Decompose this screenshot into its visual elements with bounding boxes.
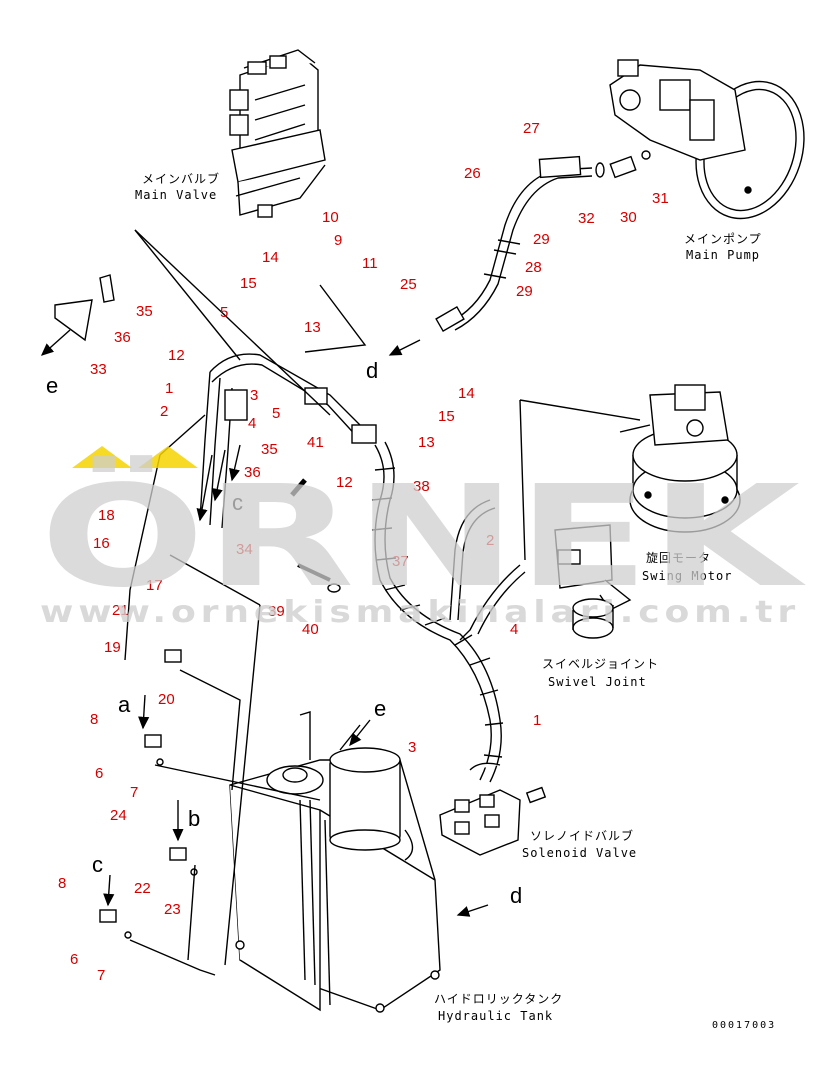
swivel-joint-drawing [554,524,632,639]
label-swing-motor-jp: 旋回モータ [646,551,711,565]
part-num-34: 34 [236,541,253,558]
label-hydraulic-tank-jp: ハイドロリックタンク [434,992,563,1006]
part-num-7b: 7 [97,967,105,984]
part-num-40: 40 [302,621,319,638]
part-num-27: 27 [523,120,540,137]
part-num-6: 6 [95,765,103,782]
part-num-8b: 8 [58,875,66,892]
part-num-38: 38 [413,478,430,495]
arrow-letter-c: c [92,852,103,877]
part-num-5: 5 [220,304,228,321]
component-labels: メインバルブ Main Valve メインポンプ Main Pump 旋回モータ… [135,171,762,1023]
label-swivel-joint-jp: スイベルジョイント [542,657,659,671]
part-num-2: 2 [160,403,168,420]
part-num-2b: 2 [486,532,494,549]
label-swing-motor-en: Swing Motor [642,569,732,583]
part-num-10: 10 [322,209,339,226]
part-num-36: 36 [114,329,131,346]
main-pump-drawing [609,59,805,220]
part-num-13: 13 [304,319,321,336]
label-main-valve-en: Main Valve [135,188,217,202]
part-num-1: 1 [165,380,173,397]
part-num-21: 21 [112,602,129,619]
left-fittings [54,274,641,976]
part-num-20: 20 [158,691,175,708]
hose-lines [134,150,651,783]
part-num-29: 29 [533,231,550,248]
label-main-pump-jp: メインポンプ [684,232,762,246]
arrow-letters: a b c c d d e e [46,358,522,908]
label-main-valve-jp: メインバルブ [142,171,220,186]
part-num-15b: 15 [438,408,455,425]
arrow-letter-e: e [374,696,386,721]
arrow-letter-e-top: e [46,373,58,398]
solenoid-valve-drawing [439,762,547,856]
part-num-31: 31 [652,190,669,207]
part-num-28: 28 [525,259,542,276]
part-num-16: 16 [93,535,110,552]
part-num-14: 14 [262,249,279,266]
hydraulic-tank-drawing [229,711,441,1013]
part-num-11: 11 [362,255,378,272]
part-num-36b: 36 [244,464,261,481]
part-num-1b: 1 [533,712,541,729]
part-num-29b: 29 [516,283,533,300]
label-solenoid-valve-en: Solenoid Valve [522,846,637,860]
part-num-32: 32 [578,210,595,227]
drawing-code: 00017003 [712,1020,776,1031]
part-num-14b: 14 [458,385,475,402]
part-num-33: 33 [90,361,107,378]
part-num-12b: 12 [336,474,353,491]
part-num-8: 8 [90,711,98,728]
part-num-35b: 35 [261,441,278,458]
part-num-35: 35 [136,303,153,320]
direction-arrows [40,329,489,917]
arrow-letter-d-top: d [366,358,378,383]
part-num-22: 22 [134,880,151,897]
label-solenoid-valve-jp: ソレノイドバルブ [530,828,634,843]
arrow-letter-d: d [510,883,522,908]
part-num-6b: 6 [70,951,78,968]
part-num-9: 9 [334,232,342,249]
part-num-24: 24 [110,807,127,824]
part-num-19: 19 [104,639,121,656]
part-num-37: 37 [392,553,409,570]
part-num-30: 30 [620,209,637,226]
label-hydraulic-tank-en: Hydraulic Tank [438,1009,553,1023]
part-num-7: 7 [130,784,138,801]
part-num-5b: 5 [272,405,280,422]
part-num-17: 17 [146,577,163,594]
main-valve-drawing [229,49,326,218]
part-numbers: 1 1 2 2 3 3 4 4 5 5 6 6 7 7 8 8 9 10 11 … [58,120,669,984]
part-num-4b: 4 [510,621,518,638]
arrow-letter-c-top: c [232,490,243,515]
label-swivel-joint-en: Swivel Joint [548,675,647,689]
label-main-pump-en: Main Pump [686,248,760,262]
part-num-26: 26 [464,165,481,182]
arrow-letter-a: a [118,692,131,717]
part-num-15: 15 [240,275,257,292]
swing-motor-drawing [619,384,741,533]
part-num-13b: 13 [418,434,435,451]
part-num-25: 25 [400,276,417,293]
part-num-4: 4 [248,415,256,432]
part-num-39: 39 [268,603,285,620]
part-num-41: 41 [307,434,324,451]
part-num-12: 12 [168,347,185,364]
part-num-18: 18 [98,507,115,524]
part-num-23: 23 [164,901,181,918]
part-num-3: 3 [250,387,258,404]
part-num-3b: 3 [408,739,416,756]
arrow-letter-b: b [188,806,200,831]
